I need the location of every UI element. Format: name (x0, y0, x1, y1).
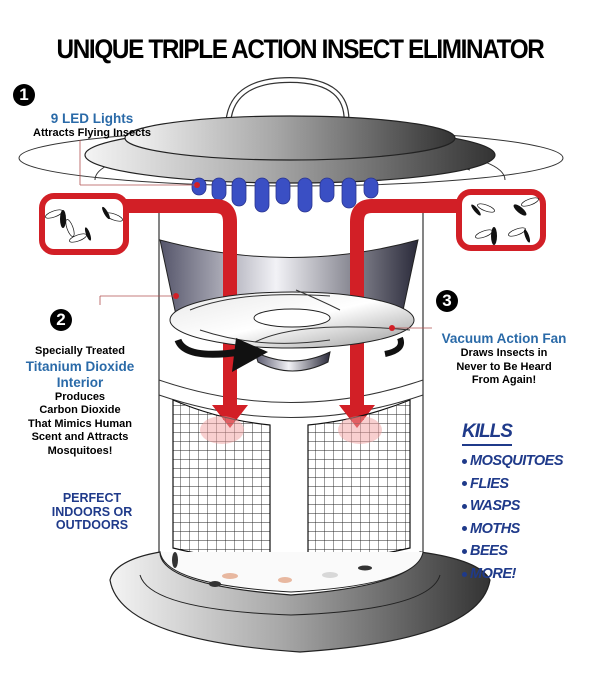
kills-heading: KILLS (462, 421, 513, 446)
callout-3-line: Never to Be Heard (456, 360, 552, 373)
kills-item-label: WASPS (470, 498, 520, 515)
base (109, 551, 491, 653)
kills-item-label: FLIES (470, 475, 509, 492)
airflow-arrows (125, 199, 470, 428)
callout-1: 9 LED Lights Attracts Flying Insects (22, 111, 162, 141)
kills-item: FLIES (462, 473, 563, 496)
callout-1-line: Attracts Flying Insects (33, 127, 151, 139)
perfect-line: PERFECT (62, 491, 122, 505)
callout-2-heading-line: Titanium Dioxide (25, 358, 135, 374)
kills-item-label: MORE! (470, 565, 516, 582)
callout-2-line: Carbon Dioxide (39, 404, 121, 416)
bullet-icon (462, 458, 467, 464)
perfect-line: OUTDOORS (55, 518, 129, 532)
callout-3-number: 3 (436, 290, 458, 312)
kills-item-label: MOSQUITOES (470, 453, 564, 469)
kills-item-label: MOTHS (470, 520, 520, 537)
callout-3-line: From Again! (471, 374, 537, 386)
bullet-icon (462, 503, 467, 509)
page-title: UNIQUE TRIPLE ACTION INSECT ELIMINATOR (56, 34, 545, 64)
fan (99, 289, 432, 372)
kills-item: WASPS (462, 495, 563, 518)
callout-2-pre: Specially Treated (35, 345, 125, 357)
indoor-outdoor-note: PERFECT INDOORS OR OUTDOORS (34, 491, 150, 533)
bullet-icon (462, 481, 467, 487)
callout-2-line: Mosquitoes! (47, 444, 113, 457)
kills-item: MORE! (462, 563, 563, 586)
kills-item-label: BEES (470, 543, 508, 560)
kills-list: KILLS MOSQUITOES FLIES WASPS MOTHS BEES … (462, 421, 564, 586)
bullet-icon (462, 549, 467, 555)
mesh-grid (172, 399, 411, 561)
kills-item: MOSQUITOES (462, 450, 564, 473)
kills-item: BEES (462, 540, 563, 563)
callout-3-heading: Vacuum Action Fan (441, 331, 567, 346)
callout-2: Specially Treated Titanium Dioxide Inter… (14, 345, 146, 458)
callout-1-heading: 9 LED Lights (50, 111, 134, 126)
bullet-icon (462, 571, 467, 577)
bullet-icon (462, 526, 467, 532)
kills-item: MOTHS (462, 518, 563, 541)
callout-1-number: 1 (13, 84, 35, 106)
perfect-line: INDOORS OR (51, 504, 133, 519)
callout-3: Vacuum Action Fan Draws Insects in Never… (428, 331, 580, 388)
insect-box-right (456, 189, 546, 251)
callout-2-heading-line: Interior (56, 374, 104, 390)
callout-2-line: That Mimics Human (28, 417, 132, 430)
callout-3-line: Draws Insects in (460, 347, 548, 359)
callout-2-number: 2 (50, 309, 72, 331)
insect-box-left (39, 193, 129, 255)
callout-2-line: Produces (54, 390, 106, 403)
callout-2-line: Scent and Attracts (31, 431, 129, 443)
